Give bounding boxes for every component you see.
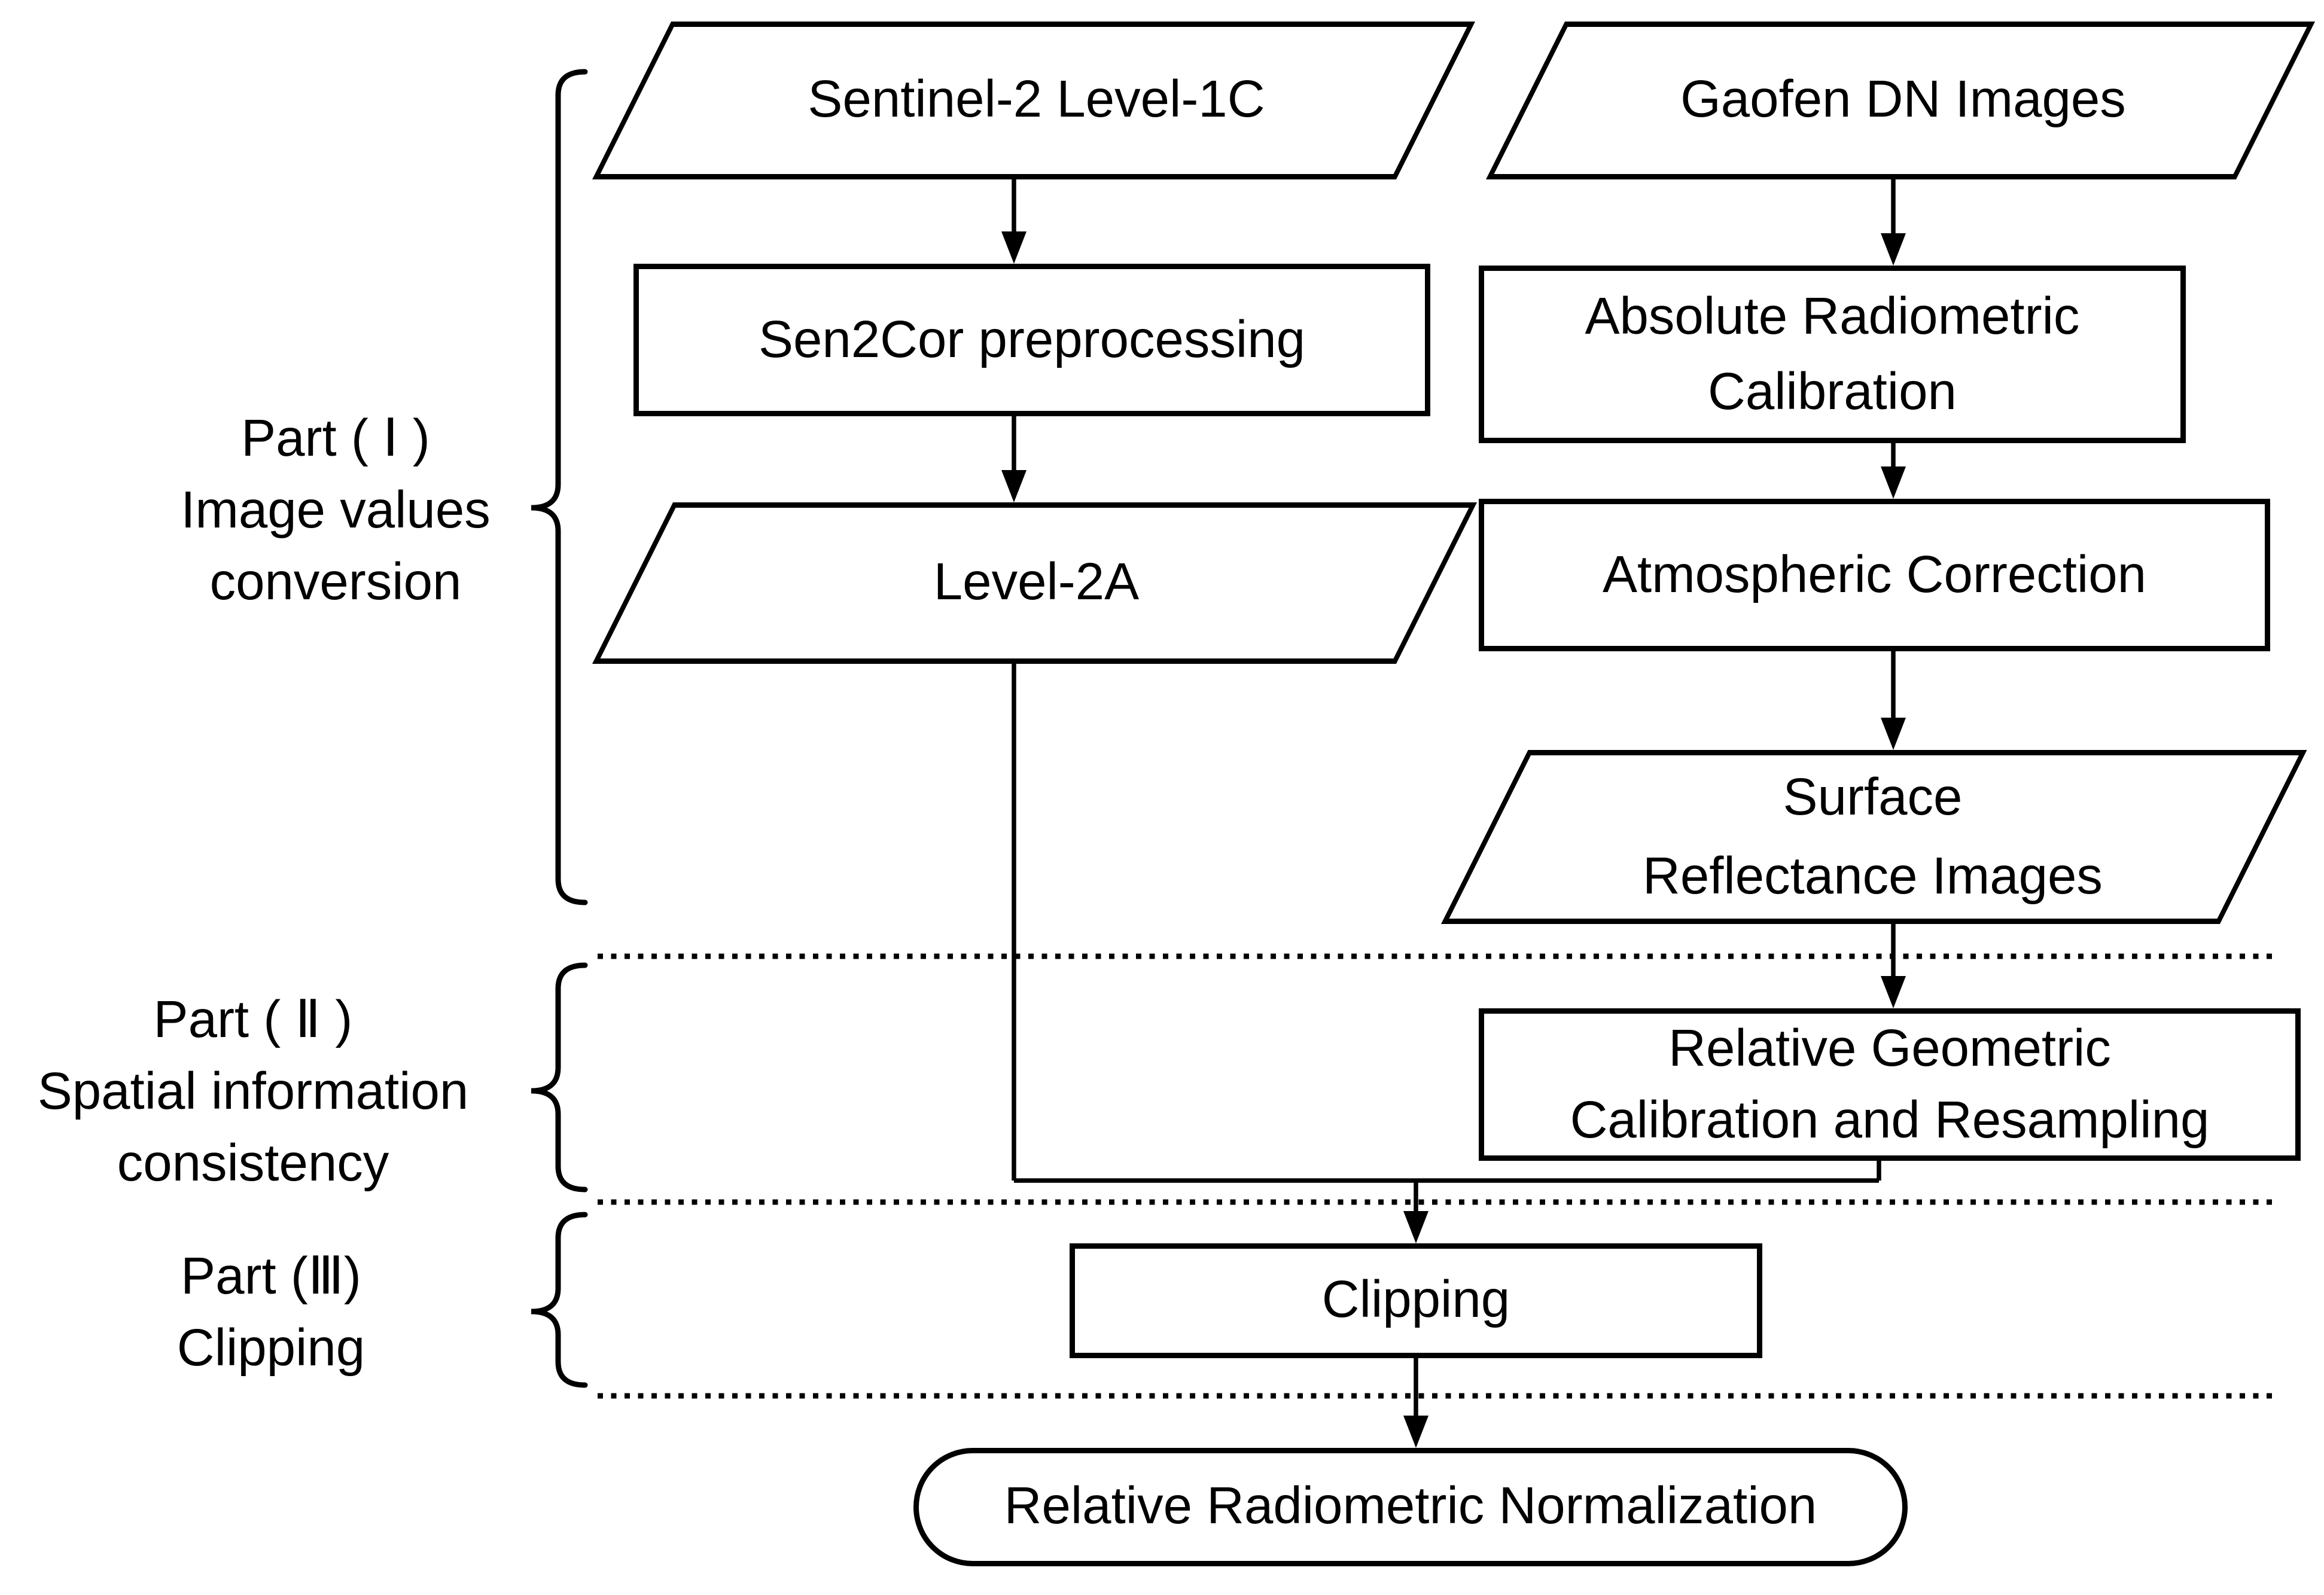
arrowhead-icon: [1881, 466, 1906, 499]
terminator-output-label: Relative Radiometric Normalization: [1004, 1478, 1817, 1536]
node-gaofen-input: Gaofen DN Images: [1486, 22, 2316, 179]
node-surface-reflectance-line1: Surface: [1783, 768, 1963, 827]
node-surface-reflectance-line2: Reflectance Images: [1643, 847, 2103, 905]
part-3-subtitle: Clipping: [176, 1320, 365, 1378]
terminator-relative-radiometric-normalization: Relative Radiometric Normalization: [913, 1448, 1908, 1566]
node-sentinel2-input: Sentinel-2 Level-1C: [592, 22, 1476, 179]
node-surface-reflectance: Surface Reflectance Images: [1441, 750, 2307, 924]
part-1-subtitle: conversion: [209, 554, 462, 612]
brace-part-2-icon: [531, 962, 588, 1193]
arrowhead-icon: [1881, 976, 1906, 1008]
process-sen2cor-label: Sen2Cor preprocessing: [758, 311, 1305, 369]
node-sentinel2-label: Sentinel-2 Level-1C: [808, 72, 1265, 129]
part-2-subtitle: consistency: [117, 1136, 389, 1193]
part-1-subtitle: Image values: [181, 483, 491, 540]
arrowhead-icon: [1881, 233, 1906, 266]
process-sen2cor: Sen2Cor preprocessing: [633, 264, 1430, 416]
part-1-title: Part ( Ⅰ ): [241, 411, 430, 468]
process-atmospheric-correction: Atmospheric Correction: [1479, 499, 2270, 651]
process-absolute-radiometric-calibration: Absolute Radiometric Calibration: [1479, 266, 2186, 443]
process-rgc-label-line2: Calibration and Resampling: [1570, 1091, 2210, 1149]
node-level2a-label: Level-2A: [933, 554, 1140, 612]
process-atmospheric-label: Atmospheric Correction: [1603, 546, 2146, 604]
process-arc-label-line1: Absolute Radiometric: [1585, 288, 2080, 346]
arrowhead-icon: [1001, 470, 1027, 502]
part-2-label: Part ( Ⅱ ) Spatial information consisten…: [0, 985, 506, 1200]
arrowhead-icon: [1403, 1416, 1428, 1448]
part-2-title: Part ( Ⅱ ): [153, 992, 353, 1050]
node-gaofen-label: Gaofen DN Images: [1680, 72, 2126, 129]
process-clipping: Clipping: [1070, 1243, 1762, 1358]
process-clipping-label: Clipping: [1321, 1272, 1510, 1329]
arrowhead-icon: [1403, 1211, 1428, 1243]
part-2-subtitle: Spatial information: [37, 1064, 469, 1121]
process-rgc-label-line1: Relative Geometric: [1668, 1020, 2111, 1078]
process-relative-geometric-calibration: Relative Geometric Calibration and Resam…: [1479, 1008, 2301, 1161]
process-arc-label-line2: Calibration: [1708, 363, 1957, 421]
part-3-label: Part (Ⅲ) Clipping: [2, 1242, 540, 1385]
part-1-label: Part ( Ⅰ ) Image values conversion: [66, 404, 605, 619]
node-level2a: Level-2A: [592, 502, 1478, 664]
part-3-title: Part (Ⅲ): [181, 1249, 361, 1306]
arrowhead-icon: [1881, 718, 1906, 750]
arrowhead-icon: [1001, 231, 1027, 264]
